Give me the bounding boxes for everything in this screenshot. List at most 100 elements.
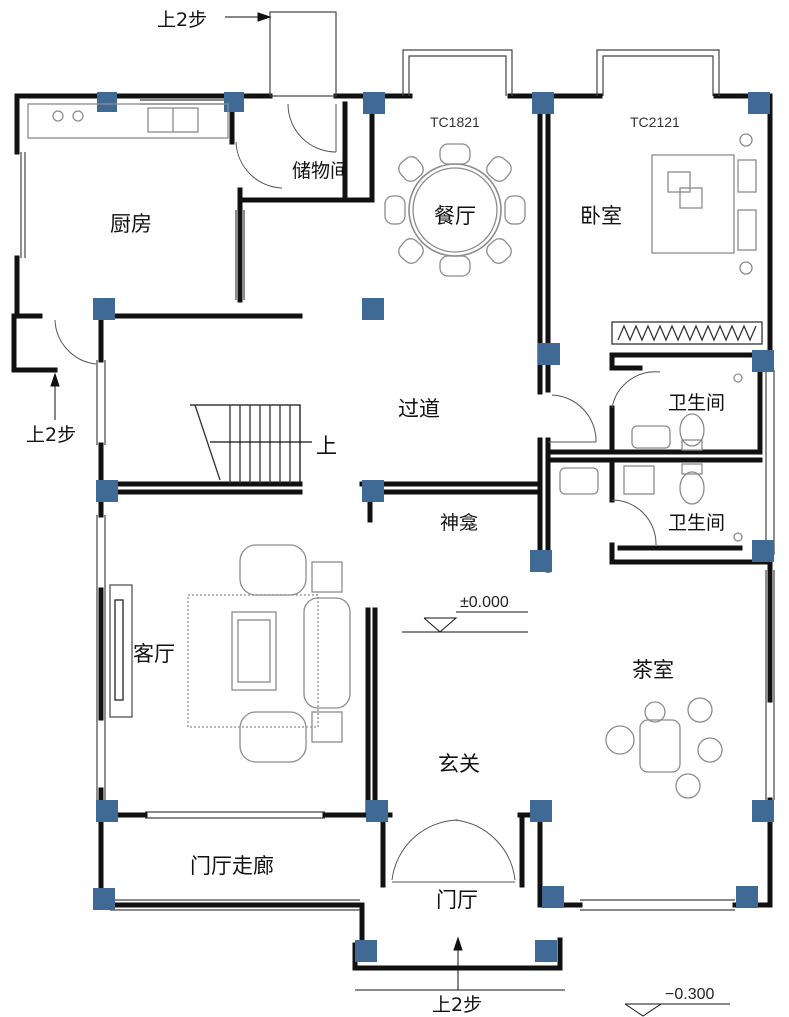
dining-chair: [398, 156, 424, 182]
wall: [609, 542, 773, 565]
wardrobe-hangers: [617, 324, 757, 342]
door-swing: [54, 319, 97, 365]
coffee-table: [237, 619, 271, 683]
room-label-bedroom: 卧室: [580, 204, 622, 228]
column: [363, 92, 385, 114]
window-code-bedroom: TC2121: [630, 114, 680, 130]
structural-columns: [93, 92, 774, 962]
column: [362, 298, 384, 320]
toilet: [679, 413, 705, 447]
coffee-table: [231, 611, 277, 691]
window-code-dining: TC1821: [430, 114, 480, 130]
dining-chair: [486, 238, 512, 264]
column: [97, 92, 117, 112]
window: [269, 11, 337, 97]
room-label-entrance-corridor: 门厅走廊: [190, 854, 274, 878]
bed-pillow: [737, 159, 757, 193]
column: [532, 92, 554, 114]
column: [224, 92, 244, 112]
armchair: [239, 711, 307, 763]
column: [96, 800, 118, 822]
armchair: [239, 544, 307, 596]
bed-pillow: [737, 209, 757, 251]
step-arrow-head: [50, 372, 60, 387]
column: [748, 92, 770, 114]
room-label-tea-room: 茶室: [632, 658, 674, 682]
door-swings: [54, 103, 661, 883]
step-label-top: 上2步: [157, 9, 208, 31]
step-arrow-head: [257, 12, 272, 22]
dining-chair: [439, 143, 471, 165]
sofa: [303, 597, 351, 709]
shower: [623, 465, 655, 495]
room-label-kitchen: 厨房: [110, 212, 152, 236]
bath-sink: [631, 425, 671, 449]
column: [752, 540, 774, 562]
door-swing: [454, 819, 516, 881]
tv-cabinet: [109, 584, 133, 718]
column: [752, 800, 774, 822]
stair-tread: [194, 404, 221, 481]
tea-table: [639, 719, 681, 773]
wall: [98, 902, 365, 948]
wall: [14, 255, 43, 319]
dining-chair: [439, 255, 471, 277]
tea-stool: [644, 701, 666, 723]
floor-drain: [733, 532, 743, 542]
dining-chair: [486, 156, 512, 182]
door-swing: [287, 103, 337, 153]
room-label-shrine: 神龛: [440, 512, 479, 534]
wardrobe: [611, 321, 763, 345]
bed: [651, 154, 735, 254]
column: [93, 888, 115, 910]
column: [736, 886, 758, 908]
column: [752, 350, 774, 372]
door-swing: [611, 499, 657, 546]
kitchen-counter: [27, 103, 229, 139]
room-label-corridor: 过道: [398, 397, 440, 421]
bed-cushion: [667, 171, 691, 193]
window: [602, 55, 714, 96]
nightstand-lamp: [739, 261, 753, 275]
room-label-entrance-hall: 门厅: [436, 888, 478, 912]
step-label-left: 上2步: [26, 424, 77, 446]
room-label-bath-upper: 卫生间: [668, 392, 726, 414]
step-label-bottom: 上2步: [432, 994, 483, 1016]
dining-chair: [384, 195, 406, 225]
window: [402, 49, 513, 96]
nightstand-lamp: [739, 133, 753, 147]
staircase: [190, 404, 301, 484]
room-label-bath-lower: 卫生间: [668, 512, 726, 534]
door-swing: [235, 141, 283, 189]
windows: [20, 11, 775, 991]
column: [538, 343, 560, 365]
side-table: [311, 561, 343, 593]
side-table: [311, 711, 343, 743]
tea-stool: [687, 697, 713, 723]
column: [93, 298, 115, 320]
stair-up-label: 上: [316, 434, 337, 458]
room-label-storage: 储物间: [292, 160, 350, 182]
window: [408, 55, 507, 96]
door-swing: [551, 394, 597, 443]
rug: [187, 594, 319, 728]
toilet-tank: [681, 463, 703, 475]
level-outside: −0.300: [665, 986, 715, 1003]
bed-cushion: [679, 187, 703, 209]
stove-burner: [52, 110, 64, 122]
room-label-foyer: 玄关: [438, 752, 480, 776]
column: [530, 550, 552, 572]
furniture: [27, 103, 763, 799]
tv: [114, 599, 124, 701]
door-swing: [391, 819, 459, 881]
step-arrow-head: [453, 936, 463, 951]
door-swing: [611, 371, 661, 409]
column: [355, 940, 377, 962]
room-label-living: 客厅: [133, 642, 175, 666]
column: [530, 800, 552, 822]
bath-sink: [559, 467, 599, 495]
column: [535, 940, 557, 962]
annotations: [50, 12, 730, 1017]
column: [366, 800, 388, 822]
